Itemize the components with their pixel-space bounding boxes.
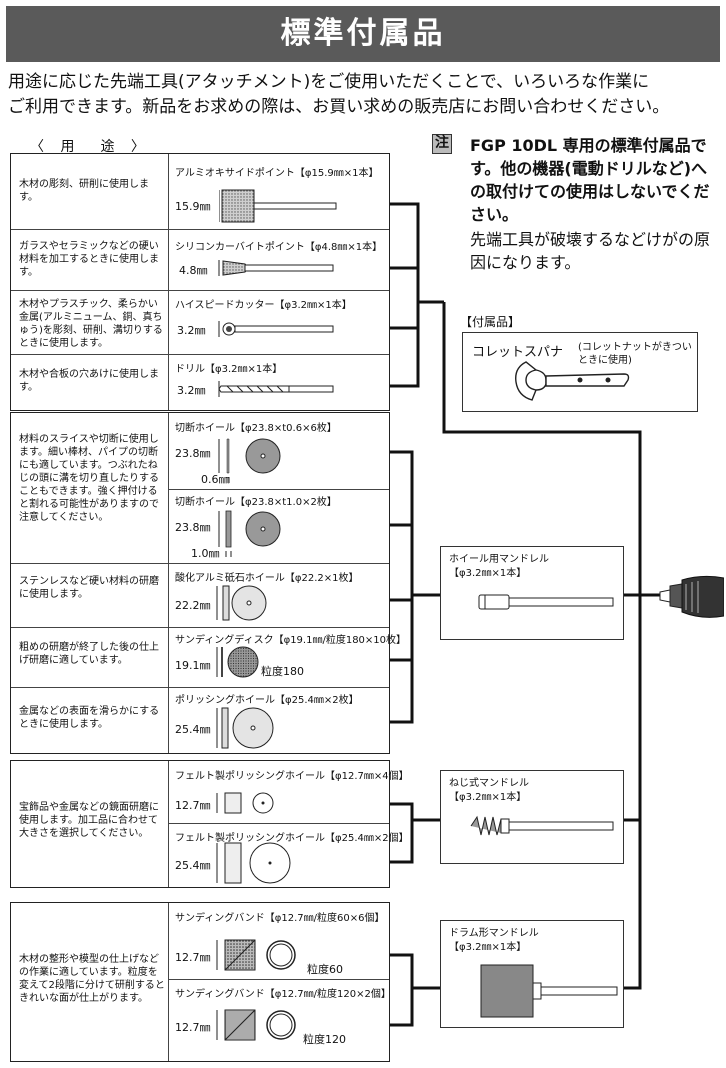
wheel-mandrel-box: ホイール用マンドレル 【φ3.2㎜×1本】 bbox=[440, 546, 624, 640]
felt-wheel-small-icon bbox=[215, 789, 285, 817]
cut-off-wheel-thick-icon bbox=[217, 507, 287, 561]
grinding-wheel-icon bbox=[215, 583, 275, 623]
usage-desc: ガラスやセラミックなどの硬い材料を加工するときに使用します。 bbox=[19, 241, 159, 278]
sanding-band-coarse-icon bbox=[215, 937, 305, 973]
usage-desc: 木材の整形や模型の仕上げなどの作業に適しています。粒度を変えて2段階に分けて研削… bbox=[19, 954, 165, 1004]
tool-dimension: 3.2㎜ bbox=[177, 384, 206, 397]
mandrel-spec: 【φ3.2㎜×1本】 bbox=[449, 792, 527, 803]
tool-thickness: 1.0㎜ bbox=[191, 547, 220, 560]
tool-dimension: 23.8㎜ bbox=[175, 521, 211, 534]
tool-name: ポリッシングホイール【φ25.4㎜×2枚】 bbox=[175, 695, 359, 706]
tool-name: フェルト製ポリッシングホイール【φ12.7㎜×4個】 bbox=[175, 771, 409, 782]
tool-dimension: 12.7㎜ bbox=[175, 1021, 211, 1034]
intro-text: 用途に応じた先端工具(アタッチメント)をご使用いただくことで、いろいろな作業に … bbox=[8, 70, 720, 120]
tool-dimension: 4.8㎜ bbox=[179, 264, 208, 277]
note-warning: FGP 10DL 専用の標準付属品です。他の機器(電動ドリルなど)への取付けての… bbox=[470, 136, 710, 224]
cut-off-wheel-thin-icon bbox=[217, 435, 287, 487]
usage-desc: 材料のスライスや切断に使用します。細い棒材、パイプの切断にも適しています。つぶれ… bbox=[19, 434, 159, 523]
drum-mandrel-icon bbox=[477, 961, 621, 1023]
tool-dimension: 12.7㎜ bbox=[175, 951, 211, 964]
drum-mandrel-box: ドラム形マンドレル 【φ3.2㎜×1本】 bbox=[440, 920, 624, 1028]
note-reason: 先端工具が破壊するなどけがの原因になります。 bbox=[470, 230, 711, 272]
screw-mandrel-icon bbox=[467, 809, 617, 843]
sanding-band-fine-icon bbox=[215, 1007, 305, 1043]
high-speed-cutter-icon bbox=[217, 316, 337, 342]
tool-name: アルミオキサイドポイント【φ15.9㎜×1本】 bbox=[175, 168, 379, 179]
tool-dimension: 3.2㎜ bbox=[177, 324, 206, 337]
usage-group-3: 宝飾品や金属などの鏡面研磨に使用します。加工品に合わせて大きさを選択してください… bbox=[10, 760, 409, 888]
screw-mandrel-box: ねじ式マンドレル 【φ3.2㎜×1本】 bbox=[440, 770, 624, 864]
accessory-name: コレットスパナ bbox=[472, 345, 564, 360]
intro-line-2: ご利用できます。新品をお求めの際は、お買い求めの販売店にお問い合わせください。 bbox=[8, 97, 670, 117]
usage-group-4: 木材の整形や模型の仕上げなどの作業に適しています。粒度を変えて2段階に分けて研削… bbox=[10, 902, 391, 1062]
tool-dimension: 22.2㎜ bbox=[175, 599, 211, 612]
usage-desc: 木材やプラスチック、柔らかい金属(アルミニューム、銅、真ちゅう)を彫刻、研削、溝… bbox=[19, 299, 163, 349]
wheel-mandrel-icon bbox=[477, 591, 617, 613]
accessory-box bbox=[462, 332, 698, 412]
tool-name: サンディングディスク【φ19.1㎜/粒度180×10枚】 bbox=[175, 635, 407, 646]
tool-name: 酸化アルミ砥石ホイール【φ22.2×1枚】 bbox=[175, 573, 359, 584]
tool-dimension: 12.7㎜ bbox=[175, 799, 211, 812]
accessory-condition: (コレットナットがきついときに使用) bbox=[578, 342, 692, 366]
mandrel-name: ねじ式マンドレル bbox=[449, 778, 529, 789]
usage-desc: 木材の彫刻、研削に使用します。 bbox=[19, 179, 149, 203]
rotary-tool-icon bbox=[656, 572, 724, 622]
tool-name: サンディングバンド【φ12.7㎜/粒度120×2個】 bbox=[175, 989, 391, 1000]
tool-name: フェルト製ポリッシングホイール【φ25.4㎜×2個】 bbox=[175, 833, 409, 844]
tool-dimension: 23.8㎜ bbox=[175, 447, 211, 460]
tool-name: ハイスピードカッター【φ3.2㎜×1本】 bbox=[175, 300, 352, 311]
tool-name: 切断ホイール【φ23.8×t0.6×6枚】 bbox=[175, 423, 337, 434]
tool-grit: 粒度120 bbox=[303, 1033, 346, 1046]
usage-group-1: 木材の彫刻、研削に使用します。 アルミオキサイドポイント【φ15.9㎜×1本】 … bbox=[10, 153, 390, 411]
collet-wrench-icon bbox=[512, 358, 632, 406]
tool-name: 切断ホイール【φ23.8×t1.0×2枚】 bbox=[175, 497, 337, 508]
tool-dimension: 15.9㎜ bbox=[175, 200, 211, 213]
tool-grit: 粒度180 bbox=[261, 665, 304, 678]
aluminum-oxide-point-icon bbox=[219, 184, 339, 228]
usage-desc: 木材や合板の穴あけに使用します。 bbox=[19, 369, 159, 393]
tool-thickness: 0.6㎜ bbox=[201, 473, 230, 486]
usage-header: 〈 用 途 〉 bbox=[30, 139, 151, 155]
tool-name: サンディングバンド【φ12.7㎜/粒度60×6個】 bbox=[175, 913, 385, 924]
note-badge: 注 bbox=[432, 134, 452, 154]
polishing-wheel-icon bbox=[215, 705, 281, 751]
usage-desc: 宝飾品や金属などの鏡面研磨に使用します。加工品に合わせて大きさを選択してください… bbox=[19, 802, 159, 839]
intro-line-1: 用途に応じた先端工具(アタッチメント)をご使用いただくことで、いろいろな作業に bbox=[8, 72, 650, 92]
tool-grit: 粒度60 bbox=[307, 963, 343, 976]
tool-name: シリコンカーバイトポイント【φ4.8㎜×1本】 bbox=[175, 242, 383, 253]
usage-desc: 金属などの表面を滑らかにするときに使用します。 bbox=[19, 706, 160, 730]
mandrel-spec: 【φ3.2㎜×1本】 bbox=[449, 942, 527, 953]
felt-wheel-large-icon bbox=[215, 841, 295, 885]
silicon-carbide-point-icon bbox=[217, 254, 337, 282]
tool-dimension: 19.1㎜ bbox=[175, 659, 211, 672]
mandrel-spec: 【φ3.2㎜×1本】 bbox=[449, 568, 527, 579]
usage-desc: ステンレスなど硬い材料の研磨に使用します。 bbox=[19, 576, 159, 600]
mandrel-name: ホイール用マンドレル bbox=[449, 554, 549, 565]
sanding-disc-icon bbox=[215, 645, 265, 681]
usage-group-2: 材料のスライスや切断に使用します。細い棒材、パイプの切断にも適しています。つぶれ… bbox=[10, 412, 406, 754]
mandrel-name: ドラム形マンドレル bbox=[449, 928, 539, 939]
tool-dimension: 25.4㎜ bbox=[175, 859, 211, 872]
tool-dimension: 25.4㎜ bbox=[175, 723, 211, 736]
usage-desc: 粗めの研磨が終了した後の仕上げ研磨に適しています。 bbox=[19, 642, 159, 666]
drill-bit-icon bbox=[217, 378, 337, 400]
accessory-title: 【付属品】 bbox=[460, 315, 521, 329]
page-title: 標準付属品 bbox=[6, 6, 720, 62]
tool-name: ドリル【φ3.2㎜×1本】 bbox=[175, 364, 283, 375]
